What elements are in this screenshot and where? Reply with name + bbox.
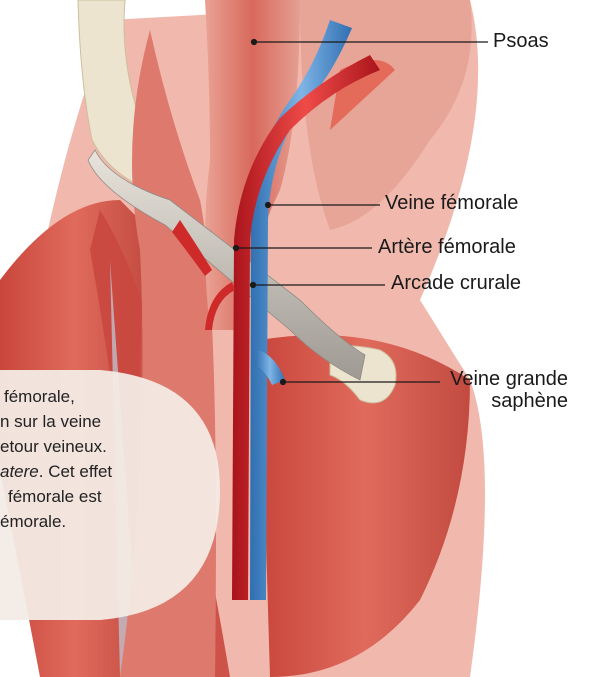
note-line-5: fémorale est bbox=[0, 484, 190, 509]
label-artere-femorale: Artère fémorale bbox=[378, 236, 516, 258]
note-line-6: émorale. bbox=[0, 509, 190, 534]
label-veine-femorale: Veine fémorale bbox=[385, 192, 518, 214]
label-line-1: Veine grande bbox=[440, 368, 568, 390]
note-line-3: etour veineux. bbox=[0, 434, 190, 459]
label-arcade-crurale: Arcade crurale bbox=[391, 272, 521, 294]
label-psoas: Psoas bbox=[493, 30, 549, 52]
note-text: fémorale, n sur la veine etour veineux. … bbox=[0, 380, 190, 534]
note-line-1: fémorale, bbox=[0, 384, 190, 409]
note-line-4: atere. Cet effet bbox=[0, 459, 190, 484]
note-line-4-rest: . Cet effet bbox=[39, 462, 112, 481]
note-line-4-italic: atere bbox=[0, 462, 39, 481]
label-veine-grande-saphene: Veine grande saphène bbox=[440, 368, 568, 412]
note-line-2: n sur la veine bbox=[0, 409, 190, 434]
label-line-2: saphène bbox=[440, 390, 568, 412]
